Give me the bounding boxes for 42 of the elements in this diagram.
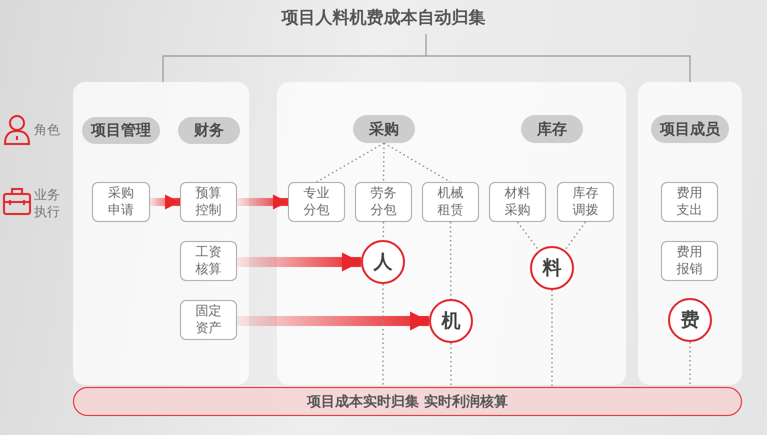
dotted-connector — [551, 290, 553, 387]
dotted-connector — [564, 222, 586, 251]
arrow — [237, 194, 288, 210]
dotted-connector — [384, 142, 451, 183]
dotted-connector — [382, 222, 384, 240]
dotted-connector — [450, 343, 452, 387]
task-box: 固定资产 — [180, 300, 237, 340]
task-box: 费用支出 — [661, 182, 718, 222]
dotted-connector — [316, 142, 384, 183]
title: 项目人料机费成本自动归集 — [282, 7, 486, 29]
row-label: 角色 — [34, 122, 61, 139]
task-box: 采购申请 — [92, 182, 150, 222]
dotted-connector — [382, 143, 385, 182]
role-pill: 库存 — [521, 115, 583, 143]
task-box: 预算控制 — [180, 182, 237, 222]
dotted-connector — [516, 222, 540, 251]
panel-card — [73, 82, 249, 385]
summary-bar: 项目成本实时归集 实时利润核算 — [73, 387, 742, 416]
task-box: 劳务分包 — [355, 182, 412, 222]
panel-card — [638, 82, 742, 385]
arrow — [237, 312, 429, 330]
task-box: 工资核算 — [180, 241, 237, 281]
task-box: 机械租赁 — [422, 182, 479, 222]
task-box: 费用报销 — [661, 241, 718, 281]
task-box: 专业分包 — [288, 182, 345, 222]
cost-circle: 费 — [668, 298, 712, 342]
dotted-connector — [689, 342, 691, 387]
cost-circle: 人 — [361, 240, 405, 284]
role-pill: 采购 — [353, 115, 415, 143]
task-box: 库存调拨 — [557, 182, 614, 222]
panel-card — [277, 82, 626, 385]
cost-circle: 机 — [429, 299, 473, 343]
cost-circle: 料 — [530, 246, 574, 290]
role-pill: 项目成员 — [651, 115, 729, 143]
dotted-connector — [382, 284, 384, 387]
row-label: 业务执行 — [34, 187, 61, 221]
arrow — [237, 252, 361, 272]
task-box: 材料采购 — [489, 182, 546, 222]
dotted-connector — [450, 222, 452, 299]
role-pill: 项目管理 — [82, 117, 160, 144]
arrow — [150, 194, 180, 210]
role-pill: 财务 — [178, 117, 240, 144]
